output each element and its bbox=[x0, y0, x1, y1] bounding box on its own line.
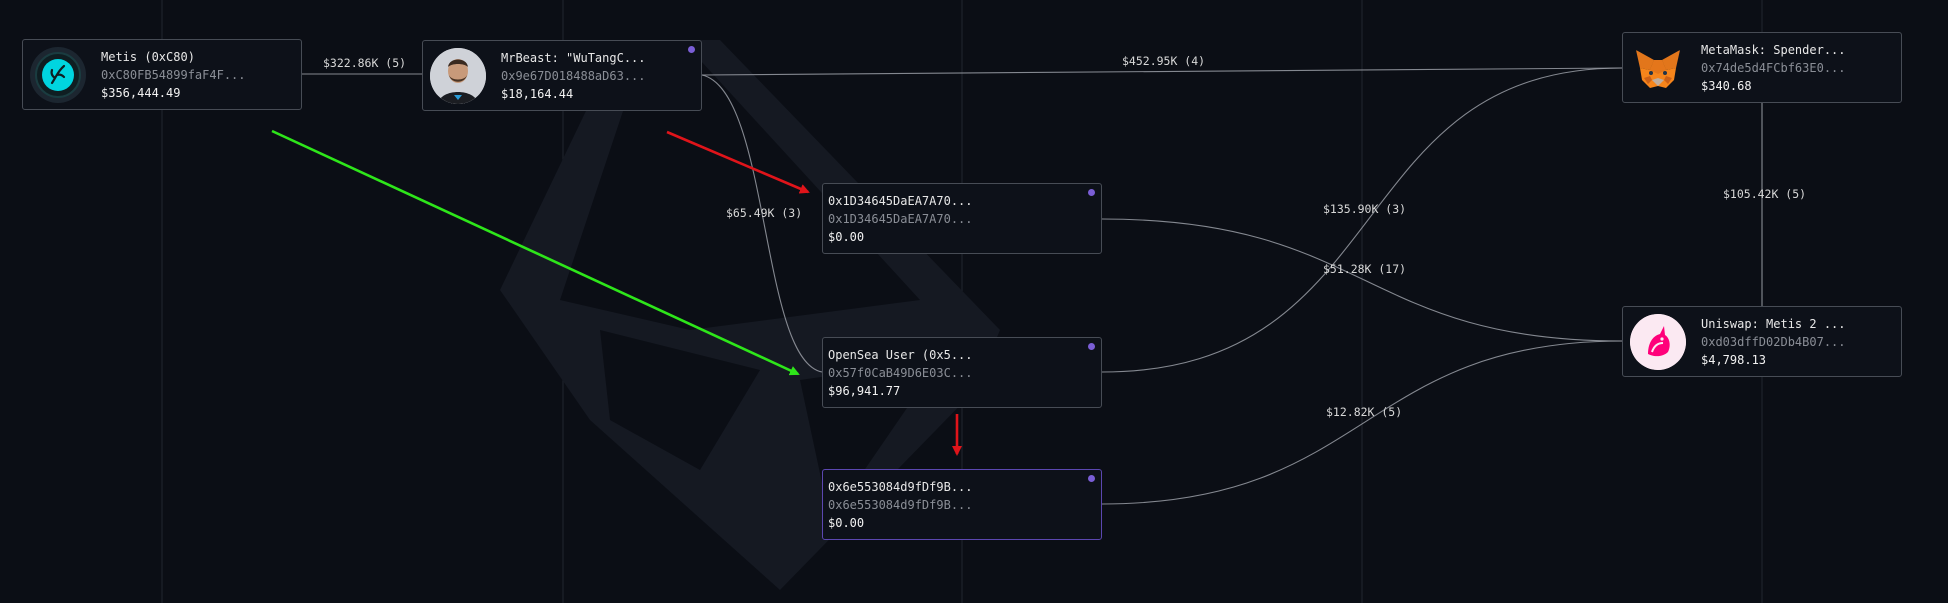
node-addr6e5-text: 0x6e553084d9fDf9B... 0x6e553084d9fDf9B..… bbox=[828, 478, 1091, 532]
node-metis[interactable]: Metis (0xC80) 0xC80FB54899faF4F... $356,… bbox=[22, 39, 302, 110]
node-metamask-text: MetaMask: Spender... 0x74de5d4FCbf63E0..… bbox=[1701, 41, 1891, 95]
node-opensea-value: $96,941.77 bbox=[828, 384, 901, 398]
node-metis-name: Metis (0xC80) bbox=[101, 50, 195, 64]
edge-addr6e5-uniswap bbox=[1101, 340, 1623, 505]
node-uniswap[interactable]: Uniswap: Metis 2 ... 0xd03dffD02Db4B07..… bbox=[1622, 306, 1902, 377]
node-addr6e5-value: $0.00 bbox=[828, 516, 865, 530]
node-uniswap-text: Uniswap: Metis 2 ... 0xd03dffD02Db4B07..… bbox=[1701, 315, 1891, 369]
node-metamask-name: MetaMask: Spender... bbox=[1701, 43, 1846, 57]
node-metis-value: $356,444.49 bbox=[101, 86, 181, 100]
node-addr1d3-address: 0x1D34645DaEA7A70... bbox=[828, 212, 973, 226]
node-metamask-value: $340.68 bbox=[1701, 79, 1752, 93]
edge-label-opensea-metamask: $135.90K (3) bbox=[1323, 202, 1406, 216]
node-mrbeast[interactable]: MrBeast: "WuTangC... 0x9e67D018488aD63..… bbox=[422, 40, 702, 111]
node-addr6e5-address: 0x6e553084d9fDf9B... bbox=[828, 498, 973, 512]
edge-label-metamask-uniswap: $105.42K (5) bbox=[1723, 187, 1806, 201]
edge-addr1d3-uniswap bbox=[1101, 218, 1623, 342]
indicator-dot bbox=[1088, 189, 1095, 196]
edge-opensea-metamask bbox=[1101, 67, 1623, 373]
indicator-dot bbox=[1088, 475, 1095, 482]
edge-label-mrbeast-opensea: $65.49K (3) bbox=[726, 206, 802, 220]
node-uniswap-address: 0xd03dffD02Db4B07... bbox=[1701, 335, 1846, 349]
edge-mrbeast-metamask bbox=[701, 67, 1623, 76]
edge-label-addr1d3-uniswap: $51.28K (17) bbox=[1323, 262, 1406, 276]
indicator-dot bbox=[688, 46, 695, 53]
node-addr6e5-name: 0x6e553084d9fDf9B... bbox=[828, 480, 973, 494]
node-opensea-text: OpenSea User (0x5... 0x57f0CaB49D6E03C..… bbox=[828, 346, 1091, 400]
node-metamask[interactable]: MetaMask: Spender... 0x74de5d4FCbf63E0..… bbox=[1622, 32, 1902, 103]
node-addr1d3[interactable]: 0x1D34645DaEA7A70... 0x1D34645DaEA7A70..… bbox=[822, 183, 1102, 254]
mrbeast-avatar bbox=[430, 48, 486, 104]
node-uniswap-value: $4,798.13 bbox=[1701, 353, 1767, 367]
annotation-arrows bbox=[271, 129, 962, 456]
node-opensea[interactable]: OpenSea User (0x5... 0x57f0CaB49D6E03C..… bbox=[822, 337, 1102, 408]
node-uniswap-name: Uniswap: Metis 2 ... bbox=[1701, 317, 1846, 331]
node-addr1d3-text: 0x1D34645DaEA7A70... 0x1D34645DaEA7A70..… bbox=[828, 192, 1091, 246]
edge-label-addr6e5-uniswap: $12.82K (5) bbox=[1326, 405, 1402, 419]
node-metamask-address: 0x74de5d4FCbf63E0... bbox=[1701, 61, 1846, 75]
uniswap-unicorn-icon bbox=[1630, 314, 1686, 370]
node-opensea-name: OpenSea User (0x5... bbox=[828, 348, 973, 362]
metis-logo-icon bbox=[30, 47, 86, 103]
edges bbox=[301, 67, 1763, 505]
node-opensea-address: 0x57f0CaB49D6E03C... bbox=[828, 366, 973, 380]
indicator-dot bbox=[1088, 343, 1095, 350]
edge-mrbeast-opensea bbox=[701, 74, 823, 373]
edge-label-mrbeast-metamask: $452.95K (4) bbox=[1122, 54, 1205, 68]
node-addr6e5[interactable]: 0x6e553084d9fDf9B... 0x6e553084d9fDf9B..… bbox=[822, 469, 1102, 540]
red-arrow-to-addr1d3 bbox=[666, 130, 810, 194]
metamask-fox-icon bbox=[1630, 40, 1686, 96]
node-metis-address: 0xC80FB54899faF4F... bbox=[101, 68, 246, 82]
node-mrbeast-name: MrBeast: "WuTangC... bbox=[501, 51, 646, 65]
node-mrbeast-text: MrBeast: "WuTangC... 0x9e67D018488aD63..… bbox=[501, 49, 691, 103]
node-mrbeast-address: 0x9e67D018488aD63... bbox=[501, 69, 646, 83]
node-metis-text: Metis (0xC80) 0xC80FB54899faF4F... $356,… bbox=[101, 48, 291, 102]
node-mrbeast-value: $18,164.44 bbox=[501, 87, 574, 101]
node-addr1d3-value: $0.00 bbox=[828, 230, 865, 244]
node-addr1d3-name: 0x1D34645DaEA7A70... bbox=[828, 194, 973, 208]
green-arrow-to-opensea bbox=[271, 129, 800, 376]
edge-label-metis-mrbeast: $322.86K (5) bbox=[323, 56, 406, 70]
